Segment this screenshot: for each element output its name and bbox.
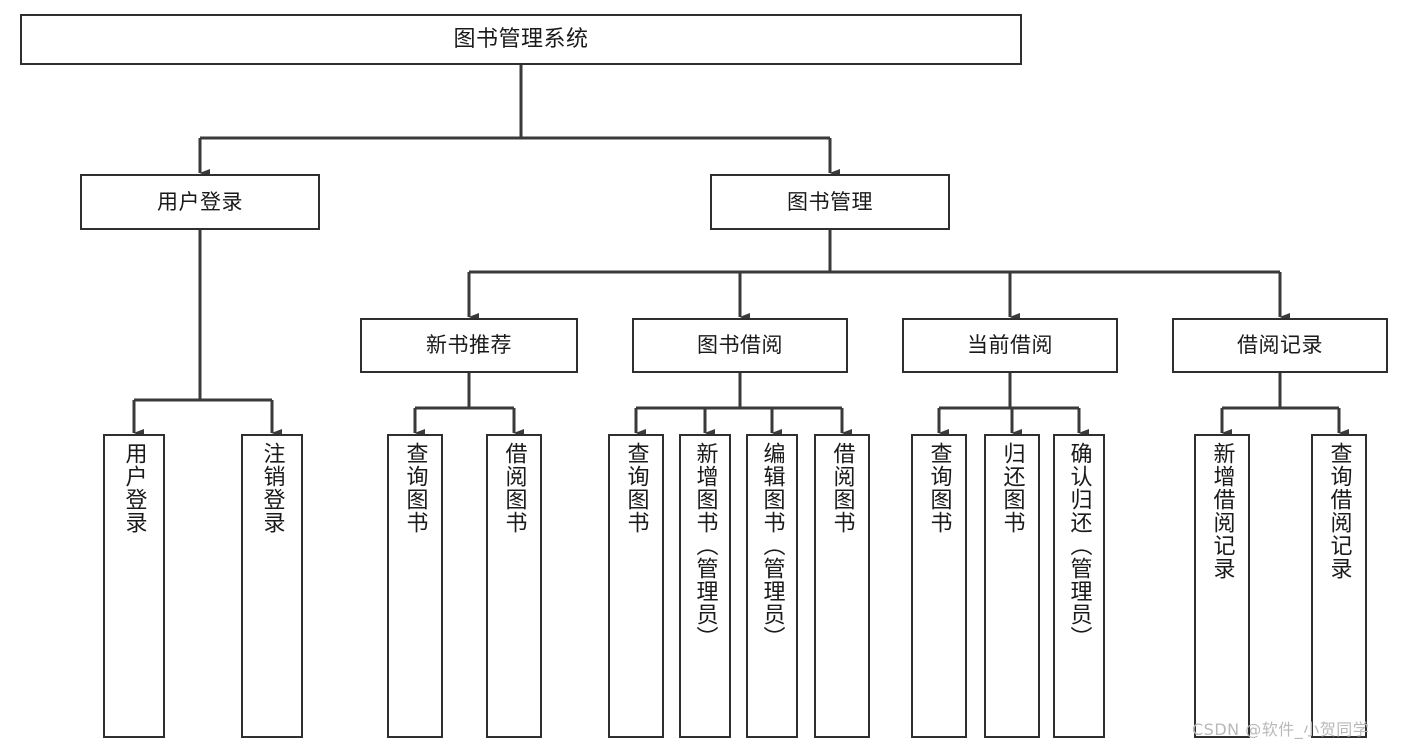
leaf-query-borrow-record[interactable]: 查询借阅记录 [1311,434,1367,738]
node-label: 确认归还（管理员） [1066,442,1092,649]
leaf-add-borrow-record[interactable]: 新增借阅记录 [1194,434,1250,738]
node-user-login[interactable]: 用户登录 [80,174,320,230]
csdn-watermark: CSDN @软件_小贺同学 [1192,720,1370,739]
leaf-query-book-3[interactable]: 查询图书 [911,434,967,738]
node-label: 新增图书（管理员） [692,442,718,649]
node-label: 用户登录 [121,442,147,534]
node-label: 新增借阅记录 [1209,442,1235,580]
leaf-return-book[interactable]: 归还图书 [984,434,1040,738]
leaf-borrow-book-2[interactable]: 借阅图书 [814,434,870,738]
node-label: 借阅记录 [1237,333,1323,358]
node-label: 图书管理 [787,189,873,214]
node-label: 编辑图书（管理员） [759,442,785,649]
node-label: 图书借阅 [697,333,783,358]
node-label: 用户登录 [157,189,243,214]
node-label: 查询图书 [926,442,952,534]
node-book-management[interactable]: 图书管理 [710,174,950,230]
node-new-book-recommendation[interactable]: 新书推荐 [360,318,578,373]
node-label: 借阅图书 [829,442,855,534]
node-label: 新书推荐 [426,333,512,358]
leaf-query-book-1[interactable]: 查询图书 [387,434,443,738]
leaf-user-logout[interactable]: 注销登录 [241,434,303,738]
node-label: 查询图书 [402,442,428,534]
leaf-edit-book-admin[interactable]: 编辑图书（管理员） [746,434,798,738]
node-label: 注销登录 [259,442,285,534]
leaf-query-book-2[interactable]: 查询图书 [608,434,664,738]
node-label: 借阅图书 [501,442,527,534]
node-book-management-system[interactable]: 图书管理系统 [20,14,1022,65]
node-label: 归还图书 [999,442,1025,534]
node-label: 查询图书 [623,442,649,534]
node-book-borrowing[interactable]: 图书借阅 [632,318,848,373]
leaf-add-book-admin[interactable]: 新增图书（管理员） [679,434,731,738]
node-label: 当前借阅 [967,333,1053,358]
node-borrowing-record[interactable]: 借阅记录 [1172,318,1388,373]
leaf-confirm-return-admin[interactable]: 确认归还（管理员） [1053,434,1105,738]
node-label: 图书管理系统 [453,26,589,52]
leaf-user-login[interactable]: 用户登录 [103,434,165,738]
node-label: 查询借阅记录 [1326,442,1352,580]
node-current-borrowing[interactable]: 当前借阅 [902,318,1118,373]
leaf-borrow-book-1[interactable]: 借阅图书 [486,434,542,738]
